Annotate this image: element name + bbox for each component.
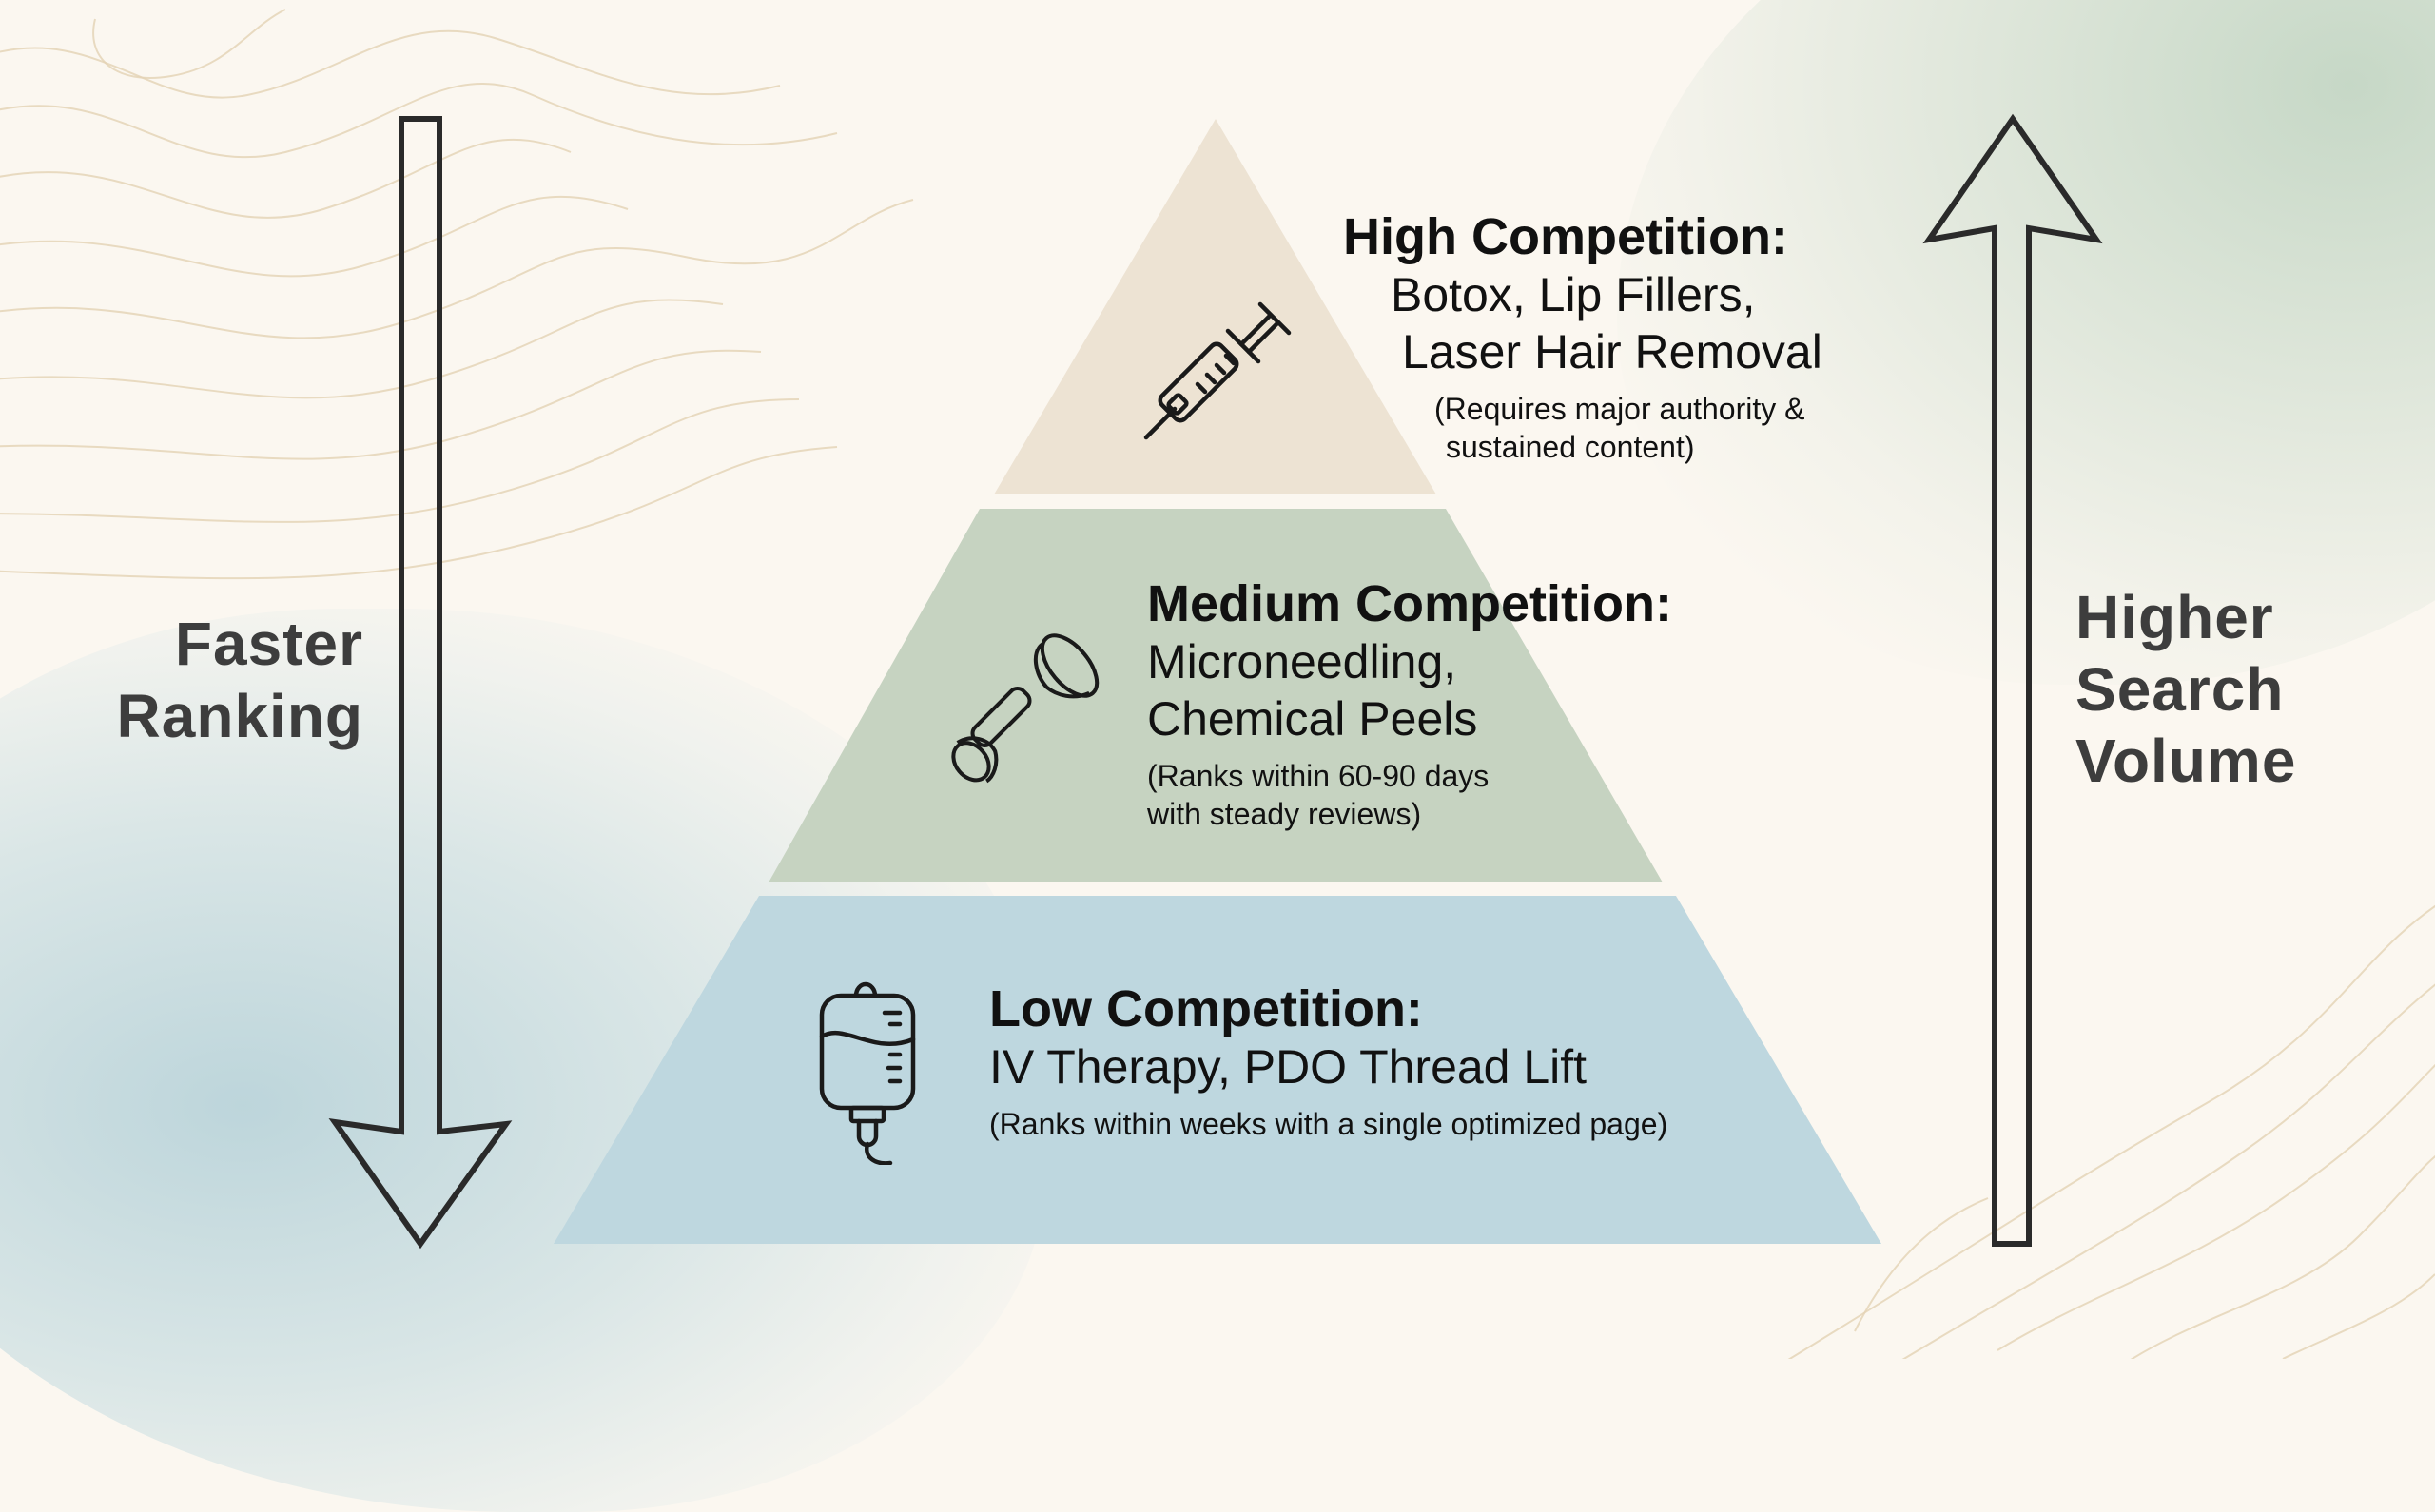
high-note-line-2: sustained content) (1446, 430, 1695, 465)
high-competition-title: High Competition: (1343, 208, 1788, 265)
high-treatments-line-1: Botox, Lip Fillers, (1391, 268, 1756, 322)
right-label-line-2: Search (2075, 654, 2285, 724)
pyramid-chart (554, 119, 1881, 1244)
high-treatments-line-2: Laser Hair Removal (1402, 325, 1822, 379)
left-label-line-2: Ranking (116, 681, 363, 750)
syringe-icon (1143, 301, 1292, 440)
medium-treatments-line-1: Microneedling, (1147, 635, 1457, 689)
low-competition-tier (554, 896, 1881, 1244)
medium-note-line-2: with steady reviews) (1147, 797, 1422, 832)
left-label-line-1: Faster (174, 610, 363, 678)
faster-ranking-label: Faster Ranking (117, 609, 363, 752)
high-competition-note: (Requires major authority & sustained co… (1434, 390, 1822, 466)
high-competition-tier (994, 119, 1436, 494)
low-competition-treatments: IV Therapy, PDO Thread Lift (989, 1040, 1588, 1095)
low-competition-text: Low Competition: IV Therapy, PDO Thread … (989, 979, 1667, 1143)
medium-competition-treatments: Microneedling, Chemical Peels (1147, 633, 1672, 747)
iv-bag-icon (819, 981, 916, 1165)
right-label-line-1: Higher (2075, 583, 2274, 651)
high-competition-treatments: Botox, Lip Fillers, Laser Hair Removal (1391, 266, 1822, 380)
medium-competition-note: (Ranks within 60-90 days with steady rev… (1147, 757, 1672, 833)
face-roller-icon (951, 633, 1100, 784)
right-label-line-3: Volume (2075, 727, 2297, 796)
higher-search-volume-label: Higher Search Volume (2075, 582, 2296, 798)
high-note-line-1: (Requires major authority & (1434, 392, 1805, 427)
medium-competition-text: Medium Competition: Microneedling, Chemi… (1147, 574, 1672, 833)
low-competition-note: (Ranks within weeks with a single optimi… (989, 1107, 1668, 1142)
medium-competition-title: Medium Competition: (1147, 575, 1672, 632)
medium-note-line-1: (Ranks within 60-90 days (1147, 759, 1490, 794)
medium-competition-tier (769, 509, 1663, 882)
high-competition-text: High Competition: Botox, Lip Fillers, La… (1343, 207, 1822, 466)
low-competition-title: Low Competition: (989, 980, 1423, 1037)
medium-treatments-line-2: Chemical Peels (1147, 692, 1478, 746)
